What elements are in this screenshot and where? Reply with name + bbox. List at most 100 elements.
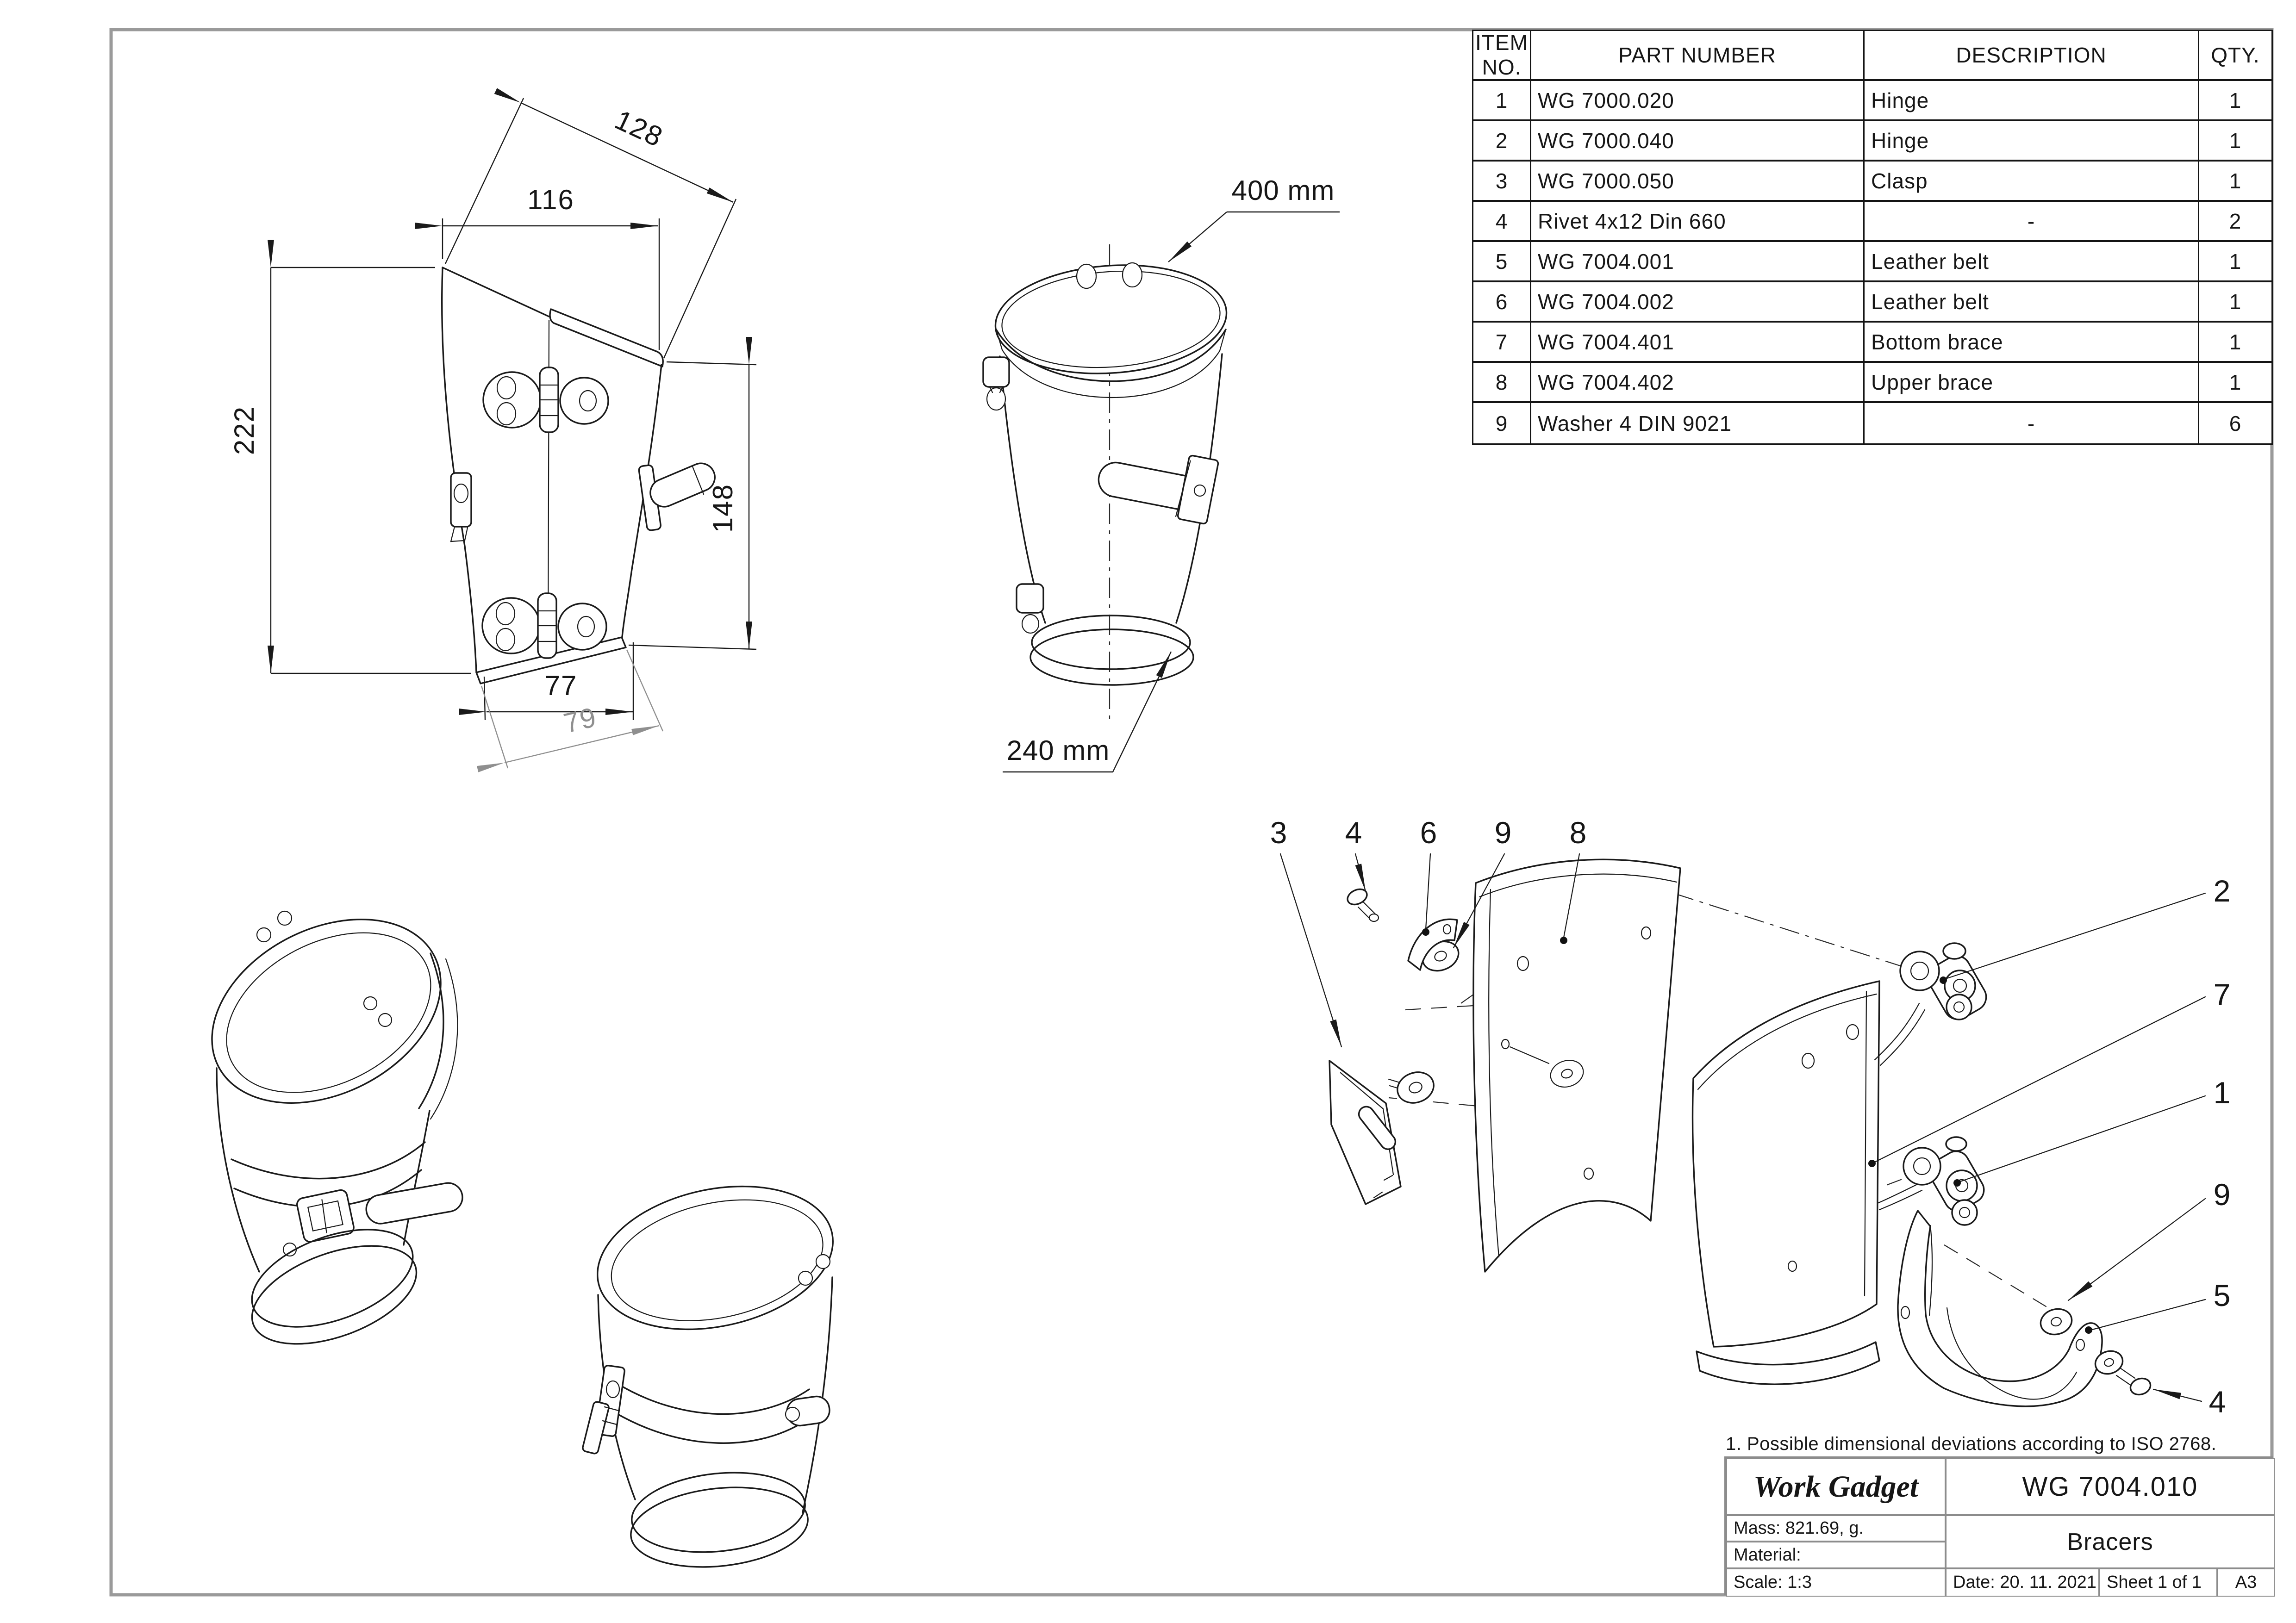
material-field: Material:: [1726, 1542, 1946, 1568]
buckle: [282, 1182, 463, 1257]
table-cell-part-number: Rivet 4x12 Din 660: [1531, 202, 1865, 242]
table-cell-part-number: WG 7000.020: [1531, 81, 1865, 121]
table-cell-description: Upper brace: [1865, 363, 2199, 403]
table-cell-part-number: Washer 4 DIN 9021: [1531, 403, 1865, 443]
paper-format: A3: [2217, 1568, 2275, 1597]
label-400mm-text: 400 mm: [1232, 175, 1335, 206]
bottom-belt-strap: [1897, 1210, 2103, 1407]
callout-3: 3: [1270, 815, 1287, 850]
table-cell-description: -: [1865, 403, 2199, 443]
date-field: Date: 20. 11. 2021: [1946, 1568, 2099, 1597]
callout-9b: 9: [2214, 1177, 2231, 1212]
table-cell-item: 9: [1473, 403, 1531, 443]
callout-4: 4: [1345, 815, 1362, 850]
front-view: 222 116 128 148 77 79: [229, 88, 757, 772]
table-cell-item: 7: [1473, 323, 1531, 363]
hinge-top: [482, 367, 609, 433]
dim-slant-128: 128: [444, 88, 737, 359]
table-cell-description: Hinge: [1865, 81, 2199, 121]
table-cell-description: Bottom brace: [1865, 323, 2199, 363]
table-cell-item: 5: [1473, 242, 1531, 282]
dim-128: 128: [610, 104, 668, 153]
table-cell-part-number: WG 7000.050: [1531, 162, 1865, 202]
hinge-1-assembly: [1877, 1136, 1985, 1226]
rivet-part: [1347, 888, 1379, 922]
table-cell-qty: 1: [2199, 81, 2271, 121]
clasp-part: [1329, 1060, 1435, 1205]
belt-loop: [1098, 454, 1219, 525]
table-cell-qty: 1: [2199, 323, 2271, 363]
clasp-side: [450, 472, 472, 542]
table-cell-qty: 1: [2199, 363, 2271, 403]
dim-bottom-slant-79: 79: [477, 649, 664, 772]
label-240mm-text: 240 mm: [1007, 735, 1110, 766]
strap-fasteners: [2040, 1308, 2152, 1396]
col-header-part-number: PART NUMBER: [1531, 31, 1865, 81]
table-cell-qty: 1: [2199, 162, 2271, 202]
scale-field: Scale: 1:3: [1726, 1568, 1946, 1597]
table-cell-description: Hinge: [1865, 121, 2199, 162]
callout-2: 2: [2214, 874, 2231, 908]
callout-7: 7: [2214, 977, 2231, 1012]
callout-4b: 4: [2209, 1385, 2226, 1419]
table-cell-qty: 1: [2199, 282, 2271, 323]
table-cell-description: Clasp: [1865, 162, 2199, 202]
table-cell-item: 4: [1473, 202, 1531, 242]
table-cell-part-number: WG 7004.402: [1531, 363, 1865, 403]
perspective-view: 400 mm 240 mm: [982, 175, 1340, 773]
belt-end-part: [1407, 918, 1458, 971]
general-note: 1. Possible dimensional deviations accor…: [1726, 1434, 2217, 1454]
drawing-number: WG 7004.010: [1946, 1458, 2275, 1515]
callout-8: 8: [1570, 815, 1587, 850]
dim-79: 79: [561, 701, 599, 739]
parts-table: ITEM NO. PART NUMBER DESCRIPTION QTY. 1 …: [1472, 30, 2273, 445]
label-240mm: 240 mm: [1003, 651, 1172, 773]
bottom-band: [1696, 1341, 1880, 1385]
callout-6: 6: [1420, 815, 1437, 850]
dim-top-116: 116: [415, 184, 660, 350]
clasp-upper: [982, 356, 1010, 411]
hinge-2-assembly: [1874, 942, 1987, 1066]
callout-1: 1: [2214, 1076, 2231, 1110]
mass-field: Mass: 821.69, g.: [1726, 1515, 1946, 1542]
drawing-title: Bracers: [1946, 1515, 2275, 1568]
col-header-item: ITEM NO.: [1473, 31, 1531, 81]
bottom-brace-shell: [1691, 980, 1880, 1348]
callout-5: 5: [2214, 1278, 2231, 1312]
dim-right-148: 148: [628, 337, 757, 650]
table-cell-description: -: [1865, 202, 2199, 242]
table-cell-part-number: WG 7004.002: [1531, 282, 1865, 323]
sheet-field: Sheet 1 of 1: [2099, 1568, 2217, 1597]
col-header-qty: QTY.: [2199, 31, 2271, 81]
label-400mm: 400 mm: [1168, 175, 1340, 262]
table-cell-item: 6: [1473, 282, 1531, 323]
table-cell-qty: 2: [2199, 202, 2271, 242]
table-cell-part-number: WG 7000.040: [1531, 121, 1865, 162]
callout-9a: 9: [1495, 815, 1512, 850]
table-cell-description: Leather belt: [1865, 282, 2199, 323]
table-cell-item: 8: [1473, 363, 1531, 403]
table-cell-item: 3: [1473, 162, 1531, 202]
clasp-lower: [1016, 583, 1044, 634]
exploded-view: 3 4 6 9 8 2 7 1 9 5 4: [1270, 815, 2231, 1419]
dim-222: 222: [229, 406, 260, 455]
dim-77: 77: [545, 670, 578, 701]
hinge-bottom: [481, 592, 607, 659]
dim-height-222: 222: [229, 240, 471, 674]
table-cell-part-number: WG 7004.401: [1531, 323, 1865, 363]
iso-view-open: [582, 1185, 834, 1568]
upper-brace-shell: [1472, 858, 1681, 1273]
table-cell-part-number: WG 7004.001: [1531, 242, 1865, 282]
title-block: Work Gadget WG 7004.010 Mass: 821.69, g.…: [1724, 1456, 2275, 1597]
company-name: Work Gadget: [1726, 1458, 1946, 1515]
sheet-frame: [109, 28, 2274, 1597]
iso-view-buckled: [211, 910, 463, 1345]
callout-leaders: [1279, 853, 2206, 1402]
dim-bottom-77: 77: [459, 642, 634, 721]
table-cell-item: 1: [1473, 81, 1531, 121]
col-header-description: DESCRIPTION: [1865, 31, 2199, 81]
table-cell-item: 2: [1473, 121, 1531, 162]
table-cell-description: Leather belt: [1865, 242, 2199, 282]
